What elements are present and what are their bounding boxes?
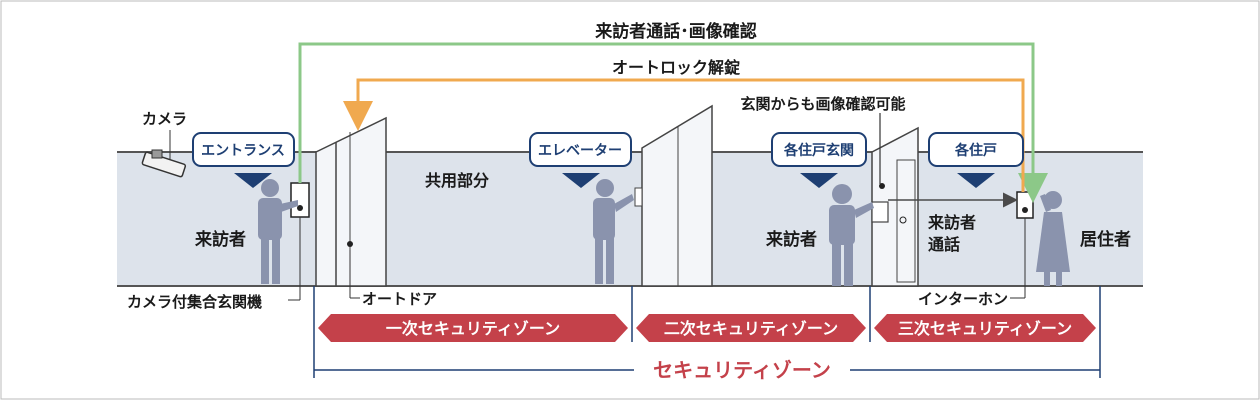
svg-text:各住戸: 各住戸 (954, 142, 997, 159)
unit-badge: 各住戸 (928, 132, 1024, 188)
unit-entrance-badge: 各住戸玄関 (771, 132, 867, 188)
camera-panel-label: カメラ付集合玄関機 (127, 293, 262, 311)
unit-entrance-door (871, 126, 919, 287)
intercom-label: インターホン (918, 290, 1008, 308)
auto-unlock-flow-line (343, 78, 1025, 192)
entrance-panel-icon (290, 182, 310, 218)
resident-figure (1036, 191, 1070, 286)
secondary-zone-ribbon: 二次セキュリティゾーン (636, 314, 866, 342)
resident-label: 居住者 (1080, 229, 1131, 250)
svg-text:二次セキュリティゾーン: 二次セキュリティゾーン (664, 319, 838, 338)
visitor-figure-3 (829, 184, 874, 286)
visitor-figure-2 (593, 179, 634, 284)
visitor-label-2: 来訪者 (765, 229, 817, 250)
auto-door-label: オートドア (362, 290, 437, 308)
intercom-icon (1016, 191, 1034, 219)
elevator-badge: エレベーター (529, 132, 632, 188)
svg-text:三次セキュリティゾーン: 三次セキュリティゾーン (898, 319, 1072, 338)
visitor-call-flow-line (298, 42, 1048, 203)
auto-unlock-flow-label: オートロック解錠 (612, 58, 740, 77)
tertiary-zone-ribbon: 三次セキュリティゾーン (874, 314, 1096, 342)
common-area-label: 共用部分 (425, 171, 489, 190)
auto-door (315, 116, 387, 287)
camera-label: カメラ (142, 110, 187, 128)
visitor-call-label-line1: 来訪者 (927, 213, 976, 232)
door-check-label: 玄関からも画像確認可能 (740, 95, 905, 113)
svg-text:エントランス: エントランス (201, 143, 285, 159)
svg-text:エレベーター: エレベーター (538, 143, 622, 159)
svg-text:一次セキュリティゾーン: 一次セキュリティゾーン (386, 319, 560, 338)
visitor-call-flow-label: 来訪者通話･画像確認 (594, 21, 757, 42)
svg-text:各住戸玄関: 各住戸玄関 (783, 142, 854, 159)
entrance-badge: エントランス (192, 132, 295, 188)
security-camera-icon (141, 149, 187, 178)
visitor-call-label-line2: 通話 (928, 235, 960, 254)
visitor-label-1: 来訪者 (194, 229, 246, 250)
elevator-door (634, 104, 713, 287)
primary-zone-ribbon: 一次セキュリティゾーン (318, 314, 628, 342)
visitor-figure-1 (258, 179, 298, 284)
overall-zone-label: セキュリティゾーン (653, 358, 831, 382)
